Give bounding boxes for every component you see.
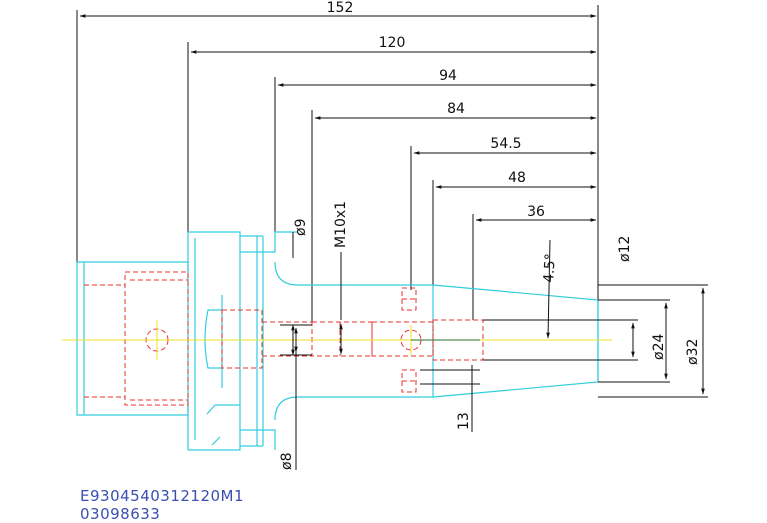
horizontal-dimensions [76,5,599,322]
diameter-dimensions [483,239,708,398]
center-line [62,320,612,360]
dim-dia-32: ø32 [685,339,701,365]
dim-36: 36 [527,204,545,220]
dim-thread: M10x1 [333,201,349,248]
dim-13: 13 [456,412,472,430]
dim-120: 120 [379,35,406,51]
dim-dia-9: ø9 [293,219,309,236]
dim-54-5: 54.5 [490,136,521,152]
dim-angle: 4.5° [541,253,559,283]
holder-outline [76,231,599,451]
dim-84: 84 [447,101,465,117]
hidden-lines [84,271,484,406]
dim-dia-12: ø12 [617,236,633,262]
dim-152: 152 [327,0,354,16]
dim-dia-24: ø24 [651,334,667,360]
serial-number: 03098633 [80,505,161,523]
dim-94: 94 [439,68,457,84]
part-number: E9304540312120M1 [80,487,245,505]
dim-48: 48 [508,170,526,186]
dim-dia-8: ø8 [279,453,295,470]
small-dimensions [280,232,480,470]
